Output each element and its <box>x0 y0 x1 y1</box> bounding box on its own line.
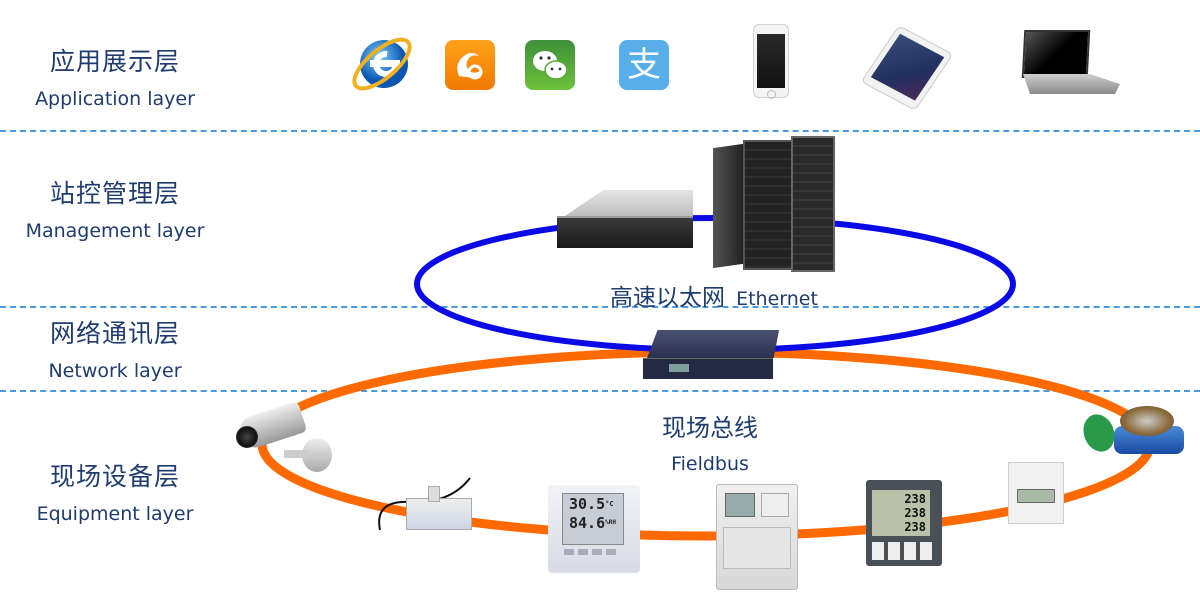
energy-meter-icon <box>716 484 798 590</box>
separator-management-network <box>0 306 1200 308</box>
power-reading-2: 238 <box>904 506 926 520</box>
din-rail-meter-icon <box>1008 462 1064 524</box>
internet-explorer-icon <box>346 30 418 98</box>
tablet-icon <box>860 25 954 111</box>
network-switch-icon <box>643 330 783 382</box>
uc-browser-icon <box>445 40 495 90</box>
water-meter-icon <box>1078 400 1190 466</box>
transmitter-module-icon <box>370 470 480 534</box>
security-camera-icon <box>232 400 336 478</box>
layer-label-equipment: 现场设备层 Equipment layer <box>10 457 220 525</box>
layer-zh: 应用展示层 <box>49 47 180 76</box>
fieldbus-en: Fieldbus <box>671 453 749 475</box>
layer-zh: 站控管理层 <box>49 179 180 208</box>
ethernet-en: Ethernet <box>736 288 818 310</box>
wechat-icon <box>525 40 575 90</box>
layer-en: Equipment layer <box>36 503 194 525</box>
layer-en: Network layer <box>48 360 182 382</box>
layer-zh: 网络通讯层 <box>49 319 180 348</box>
rack-server-icon <box>557 190 695 248</box>
server-cabinet-icon <box>713 136 835 274</box>
fieldbus-zh: 现场总线 <box>662 414 758 442</box>
ethernet-label: 高速以太网 Ethernet <box>610 278 818 312</box>
thermo-hygrometer-icon: 30.5°C 84.6%RH <box>548 485 640 573</box>
layer-en: Management layer <box>25 220 205 242</box>
layer-en: Application layer <box>35 88 195 110</box>
fieldbus-label: 现场总线 Fieldbus <box>640 408 780 475</box>
ethernet-zh: 高速以太网 <box>610 285 725 311</box>
laptop-icon <box>1020 28 1122 98</box>
humidity-value: 84.6 <box>569 514 606 532</box>
power-meter-icon: 238 238 238 <box>866 480 942 566</box>
separator-application-management <box>0 130 1200 132</box>
separator-network-equipment <box>0 390 1200 392</box>
humidity-unit: %RH <box>605 519 616 526</box>
power-reading-3: 238 <box>904 520 926 534</box>
alipay-icon: 支 <box>619 40 669 90</box>
power-reading-1: 238 <box>904 492 926 506</box>
smartphone-icon <box>753 24 789 99</box>
layer-label-application: 应用展示层 Application layer <box>10 42 220 110</box>
temperature-unit: °C <box>605 500 614 508</box>
layer-label-management: 站控管理层 Management layer <box>10 174 220 242</box>
layer-zh: 现场设备层 <box>49 462 180 491</box>
temperature-value: 30.5 <box>569 495 606 513</box>
layer-label-network: 网络通讯层 Network layer <box>10 314 220 382</box>
alipay-glyph: 支 <box>627 45 661 85</box>
